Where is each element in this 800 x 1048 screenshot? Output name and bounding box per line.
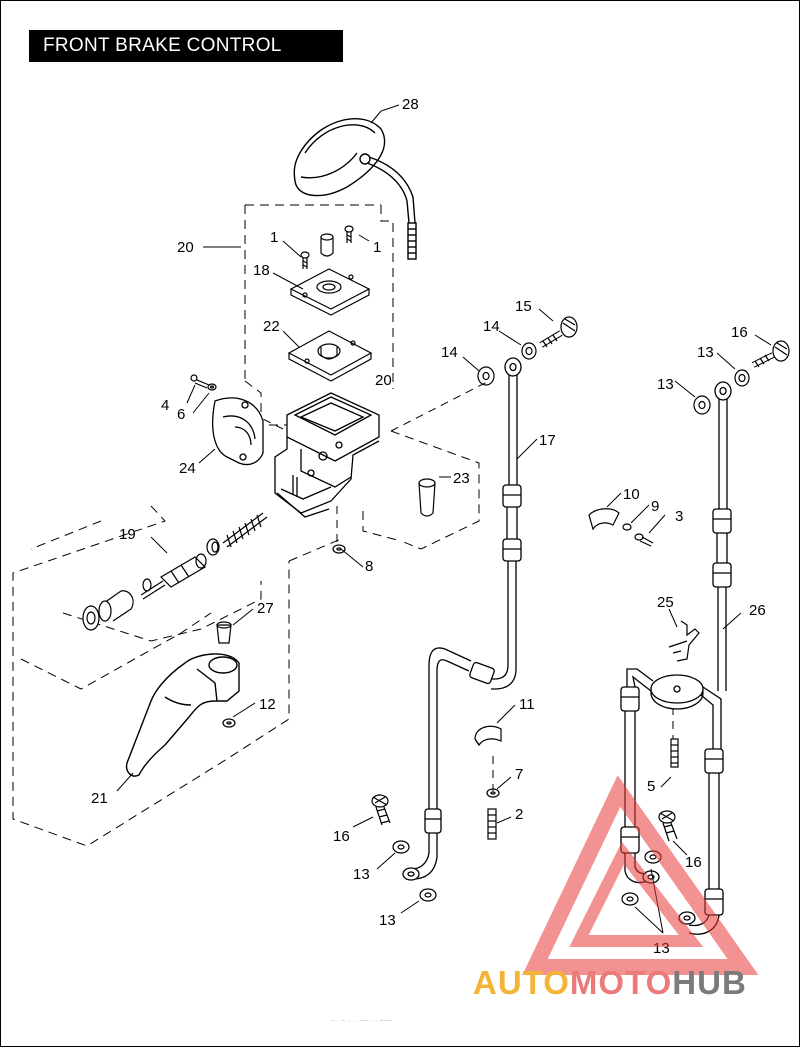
callout-28: 28 xyxy=(402,96,419,113)
sealing-washer-upper-right-a xyxy=(734,369,750,387)
clamp-bolt xyxy=(634,533,654,547)
banjo-bolt-lower-left xyxy=(371,794,391,826)
clamp-screw xyxy=(190,374,210,389)
watermark-logo-part-2: MOTO xyxy=(569,964,673,1001)
handlebar-clamp xyxy=(212,397,264,466)
line-clip-lower xyxy=(474,725,502,747)
reservoir-washer xyxy=(332,544,346,554)
callout-7: 7 xyxy=(515,766,523,783)
brake-lever xyxy=(125,653,240,777)
sealing-washer-upper-right-b xyxy=(693,395,711,415)
sealing-washer-upper-b xyxy=(477,366,495,386)
piston-spring xyxy=(222,512,268,548)
o-ring xyxy=(142,578,152,592)
callout-26: 26 xyxy=(749,602,766,619)
sight-glass-plug xyxy=(320,233,334,257)
sealing-washer-lower-left-a xyxy=(392,840,410,854)
clip-screw xyxy=(487,808,497,840)
callout-18: 18 xyxy=(253,262,270,279)
banjo-bolt-upper-left xyxy=(539,316,578,348)
banjo-bolt-lower-right xyxy=(658,810,678,842)
callout-15: 15 xyxy=(515,298,532,315)
watermark-logo-part-1: AUTO xyxy=(473,964,570,1001)
pivot-pin xyxy=(418,478,436,517)
callout-4: 4 xyxy=(161,397,169,414)
leader-lines xyxy=(116,104,772,934)
assembly-outline-master-cylinder xyxy=(244,204,394,426)
callout-1-b: 1 xyxy=(373,239,381,256)
banjo-bolt-upper-right xyxy=(751,340,790,368)
callout-24: 24 xyxy=(179,460,196,477)
line-clamp-upper xyxy=(588,508,620,531)
clip-washer xyxy=(486,788,500,798)
callout-17: 17 xyxy=(539,432,556,449)
master-cylinder-body xyxy=(274,392,380,518)
callout-8: 8 xyxy=(365,558,373,575)
callout-23: 23 xyxy=(453,470,470,487)
line-bracket xyxy=(668,620,700,662)
piston-boot xyxy=(98,590,134,622)
page-title: FRONT BRAKE CONTROL xyxy=(29,30,343,62)
callout-2: 2 xyxy=(515,806,523,823)
watermark-logo-part-3: HUB xyxy=(672,964,747,1001)
callout-13-a: 13 xyxy=(657,376,674,393)
callout-20-b: 20 xyxy=(375,372,392,389)
callout-1-a: 1 xyxy=(270,229,278,246)
watermark-triangle xyxy=(522,775,759,975)
sealing-washer-lower-left-b xyxy=(419,888,437,902)
cover-screw-left xyxy=(300,251,310,269)
callout-3: 3 xyxy=(675,508,683,525)
sealing-washer-upper-a xyxy=(521,342,537,360)
lever-bushing xyxy=(216,621,232,644)
callout-16-b: 16 xyxy=(333,828,350,845)
diaphragm xyxy=(287,330,373,382)
callout-13-c: 13 xyxy=(353,866,370,883)
callout-14-b: 14 xyxy=(483,318,500,335)
clamp-washer xyxy=(207,383,217,391)
callout-16-c: 16 xyxy=(685,854,702,871)
reservoir-cover xyxy=(289,268,371,316)
assembly-outline-lever-group xyxy=(12,430,480,847)
callout-6: 6 xyxy=(177,406,185,423)
callout-5: 5 xyxy=(647,778,655,795)
callout-27: 27 xyxy=(257,600,274,617)
piston-cup xyxy=(206,538,220,556)
callout-21: 21 xyxy=(91,790,108,807)
callout-19: 19 xyxy=(119,526,136,543)
bracket-screw xyxy=(670,738,679,768)
callout-13-b: 13 xyxy=(697,344,714,361)
callout-20-a: 20 xyxy=(177,239,194,256)
mirror xyxy=(293,117,417,260)
callout-14-a: 14 xyxy=(441,344,458,361)
brake-line-right xyxy=(620,381,732,935)
callout-9: 9 xyxy=(651,498,659,515)
callout-25: 25 xyxy=(657,594,674,611)
piston xyxy=(140,553,207,600)
cover-screw-right xyxy=(344,225,354,243)
callout-16-a: 16 xyxy=(731,324,748,341)
lever-circlip xyxy=(222,718,236,728)
piston-washer xyxy=(82,605,100,631)
callout-22: 22 xyxy=(263,318,280,335)
footer-note: ~ · ~ ··· · ~~ · · ~~~ xyxy=(331,1018,392,1025)
callout-11: 11 xyxy=(519,696,535,713)
callout-10: 10 xyxy=(623,486,640,503)
sealing-washer-lower-right-b xyxy=(621,892,639,906)
callout-13-d: 13 xyxy=(379,912,396,929)
clamp-nut xyxy=(622,523,632,531)
callout-12: 12 xyxy=(259,696,276,713)
watermark-logo: AUTOMOTOHUB xyxy=(473,964,793,1004)
brake-line-upper xyxy=(402,357,522,881)
